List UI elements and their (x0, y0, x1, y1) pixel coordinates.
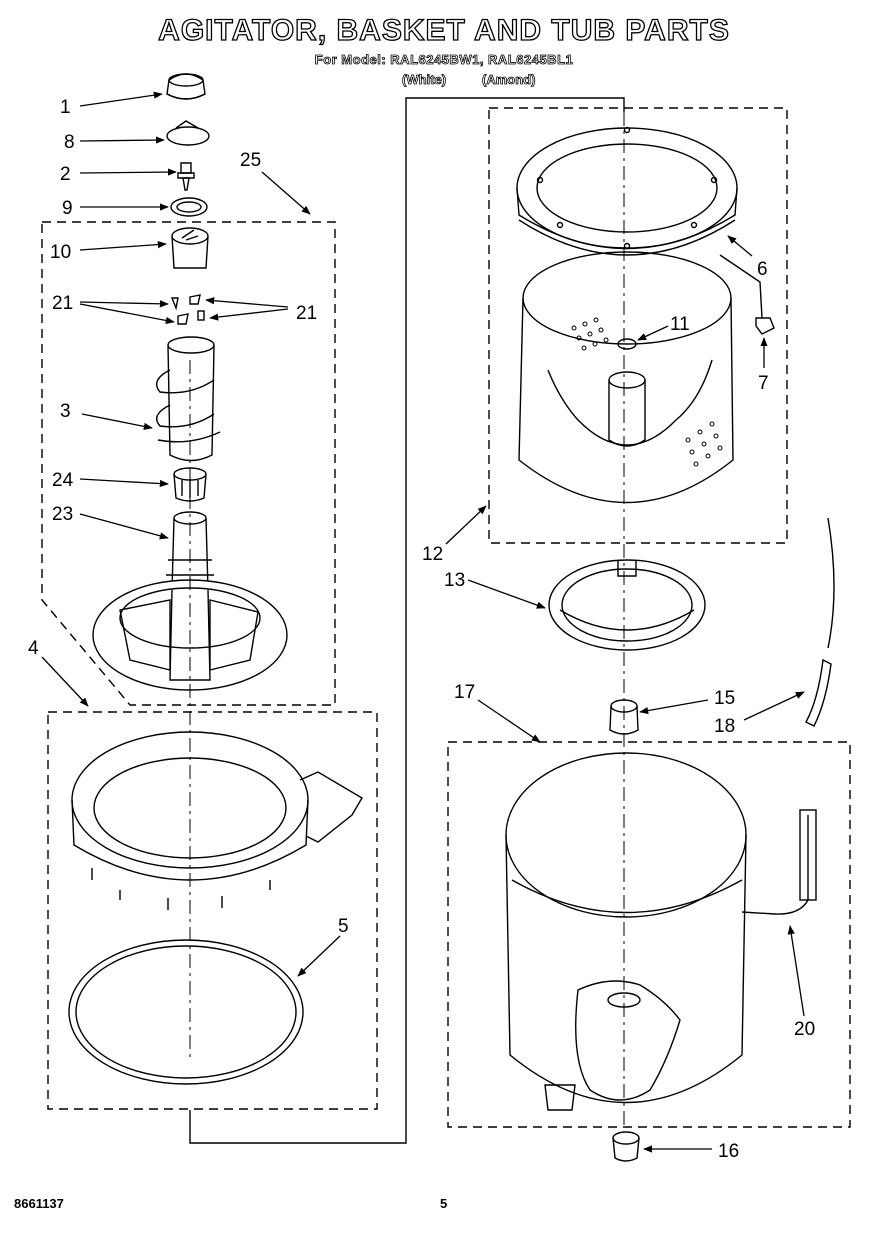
callout-4: 4 (28, 638, 39, 659)
callout-24: 24 (52, 470, 74, 491)
callout-21-left: 21 (52, 293, 73, 314)
basket-holes (571, 317, 723, 467)
leader-15 (639, 699, 709, 715)
leader-24 (79, 478, 169, 488)
callout-18: 18 (714, 716, 735, 737)
callout-21-right: 21 (296, 303, 317, 324)
leader-6 (727, 235, 753, 257)
callout-1: 1 (60, 97, 71, 118)
callout-25: 25 (240, 150, 261, 171)
leader-10 (79, 240, 167, 251)
leader-25 (261, 171, 311, 215)
leader-21c (205, 297, 289, 308)
diagram-title: AGITATOR, BASKET AND TUB PARTS (158, 13, 730, 47)
leader-3 (81, 413, 153, 430)
part-12-basket (518, 251, 734, 504)
part-2-bolt (177, 162, 195, 191)
group-4-5-box (47, 711, 378, 1110)
part-7-clip (719, 254, 775, 335)
callout-23: 23 (52, 504, 73, 525)
callout-15: 15 (714, 688, 735, 709)
leader-21a (79, 300, 169, 308)
connector-line (189, 97, 625, 1144)
page-number: 5 (440, 1196, 448, 1211)
callout-12: 12 (422, 544, 443, 565)
leader-20 (787, 925, 805, 1017)
callout-6: 6 (757, 259, 768, 280)
part-6-tub-ring (516, 126, 738, 256)
leader-12 (445, 505, 487, 545)
leader-2 (79, 168, 177, 176)
part-1-cap (166, 73, 206, 100)
variant-almond-label: (Amond) (482, 72, 536, 88)
group-25-box (41, 221, 336, 706)
part-5-gasket (68, 939, 304, 1085)
leader-13 (467, 579, 546, 609)
part-3-auger (156, 336, 221, 462)
leader-21b (79, 303, 175, 325)
callout-11: 11 (670, 314, 690, 335)
leader-5 (297, 935, 341, 977)
part-20-hose (741, 809, 817, 915)
callout-5: 5 (338, 916, 349, 937)
callout-10: 10 (50, 242, 71, 263)
leader-8 (79, 136, 165, 144)
part-9-ring (170, 197, 208, 217)
callout-17: 17 (454, 682, 475, 703)
group-12-box (488, 107, 788, 544)
part-21-dogs (170, 294, 205, 325)
callout-9: 9 (62, 198, 73, 219)
part-17-outer-tub (505, 752, 747, 1111)
part-13-hub (548, 559, 706, 651)
part-10-cam (171, 227, 209, 269)
callout-3: 3 (60, 401, 71, 422)
part-8-cover (166, 120, 210, 146)
callout-2: 2 (60, 164, 71, 185)
leader-4 (41, 656, 89, 707)
callout-8: 8 (64, 132, 75, 153)
part-16-plug (612, 1131, 640, 1162)
part-4-tub-ring (71, 731, 363, 910)
callout-16: 16 (718, 1141, 739, 1162)
model-subtitle: For Model: RAL6245BW1, RAL6245BL1 (314, 52, 574, 68)
group-17-box (447, 741, 851, 1128)
leader-18 (743, 691, 805, 721)
doc-number: 8661137 (14, 1196, 64, 1211)
leader-11 (637, 325, 669, 341)
callout-7: 7 (758, 373, 769, 394)
callout-13: 13 (444, 570, 465, 591)
callout-20: 20 (794, 1019, 815, 1040)
leader-23 (79, 513, 169, 540)
leader-17 (477, 699, 541, 743)
variant-white-label: (White) (402, 72, 447, 88)
part-18-hose (805, 517, 835, 727)
leader-21d (209, 308, 289, 321)
leader-1 (79, 91, 163, 107)
